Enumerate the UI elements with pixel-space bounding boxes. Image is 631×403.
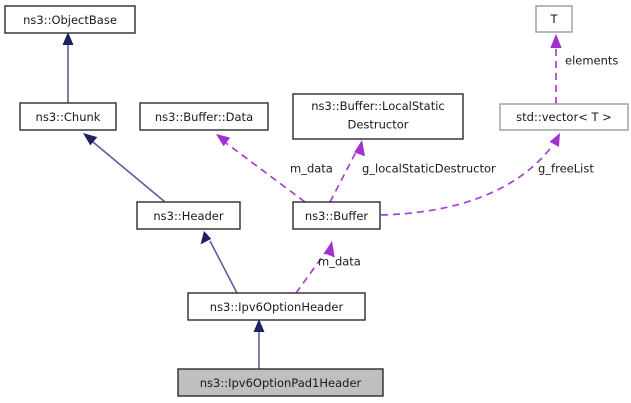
edge-ipv6optionheader-to-buffer [295,241,335,294]
node-label-buffer: ns3::Buffer [305,209,369,223]
node-label-chunk: ns3::Chunk [36,110,101,124]
node-box[interactable] [535,5,573,33]
node-label-ipv6optionheader: ns3::Ipv6OptionHeader [210,300,344,314]
node-label-objectbase: ns3::ObjectBase [23,13,117,27]
edge-label-m-data-top: m_data [290,162,333,176]
edge-label-elements: elements [565,54,618,68]
node-label-ipv6optionpad1header: ns3::Ipv6OptionPad1Header [200,376,362,390]
node-label-header: ns3::Header [153,209,223,223]
node-box[interactable] [4,5,136,34]
edge-label-g-freelist: g_freeList [538,162,594,176]
node-box[interactable] [292,93,464,140]
node-box[interactable] [292,201,381,230]
edge-buffer-to-bufferdata [216,134,306,203]
edge-pad1header-to-ipv6optionheader [253,319,265,369]
node-label-localstaticdestructor-line2: Destructor [347,118,408,132]
edge-header-to-chunk [83,133,166,203]
edge-buffer-to-stdvector [380,133,560,216]
node-box[interactable] [177,368,384,397]
edge-ipv6optionheader-to-header [200,231,238,294]
node-ns3-objectbase[interactable]: ns3::ObjectBase [4,5,136,34]
node-ns3-buffer-data[interactable]: ns3::Buffer::Data [139,102,269,131]
edge-stdvector-to-t [550,34,562,104]
edge-label-g-localstaticdestructor: g_localStaticDestructor [362,162,496,176]
edge-label-m-data-bottom: m_data [318,255,361,269]
edge-labels: m_data g_localStaticDestructor g_freeLis… [290,54,618,269]
usage-edges [216,34,562,294]
node-box[interactable] [187,292,366,321]
node-ns3-ipv6optionpad1header[interactable]: ns3::Ipv6OptionPad1Header [177,368,384,397]
node-label-localstaticdestructor-line1: ns3::Buffer::LocalStatic [311,99,445,113]
node-label-t: T [549,12,558,26]
node-ns3-chunk[interactable]: ns3::Chunk [19,102,117,131]
node-ns3-buffer[interactable]: ns3::Buffer [292,201,381,230]
node-label-buffer-data: ns3::Buffer::Data [155,110,253,124]
node-std-vector-t[interactable]: std::vector< T > [499,103,629,131]
node-box[interactable] [136,201,241,230]
node-box[interactable] [499,103,629,131]
nodes: ns3::ObjectBase ns3::Chunk ns3::Buffer::… [4,5,629,397]
node-template-parameter-t[interactable]: T [535,5,573,33]
node-ns3-header[interactable]: ns3::Header [136,201,241,230]
node-ns3-buffer-localstaticdestructor[interactable]: ns3::Buffer::LocalStatic Destructor [292,93,464,140]
edge-chunk-to-objectbase [62,32,74,103]
node-label-std-vector: std::vector< T > [516,110,612,124]
node-box[interactable] [19,102,117,131]
edge-buffer-to-localstaticdestructor [329,140,365,203]
node-box[interactable] [139,102,269,131]
node-ns3-ipv6optionheader[interactable]: ns3::Ipv6OptionHeader [187,292,366,321]
inheritance-edges [62,32,265,369]
